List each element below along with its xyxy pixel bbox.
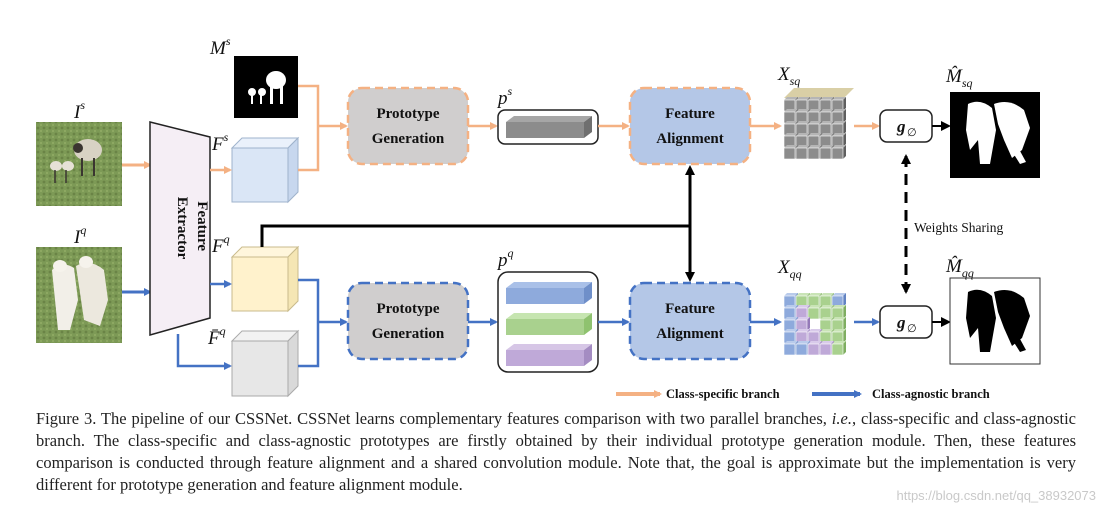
svg-text:Prototype: Prototype <box>376 301 439 317</box>
svg-text:Feature: Feature <box>665 301 715 317</box>
query-image <box>36 247 122 343</box>
label-X-sq: Xsq <box>777 64 800 88</box>
label-Mhat-sq: M̂sq <box>945 66 973 90</box>
svg-text:g: g <box>896 117 906 136</box>
feature-Fbar-q-cube <box>230 329 300 398</box>
shared-conv-g-bottom: g ∅ <box>879 305 933 339</box>
svg-text:Alignment: Alignment <box>656 131 724 147</box>
feature-Fq-cube <box>230 245 300 313</box>
legend-class-agnostic-label: Class-agnostic branch <box>872 387 990 401</box>
feature-Xsq-cube <box>783 88 854 160</box>
svg-text:Generation: Generation <box>372 326 445 342</box>
support-image <box>36 122 122 206</box>
output-mask-sq <box>950 92 1040 178</box>
arrow-Fq-merge <box>298 278 320 322</box>
label-F-s: Fs <box>211 130 229 155</box>
feature-alignment-top: Feature Alignment <box>628 86 752 166</box>
support-mask <box>234 56 298 118</box>
shared-conv-g-top: g ∅ <box>879 109 933 143</box>
label-X-qq: Xqq <box>777 257 802 281</box>
prototype-ps <box>497 109 599 145</box>
pipeline-diagram: Is Iq Feature Extractor Ms Fs <box>36 34 1041 401</box>
output-mask-qq <box>949 277 1041 365</box>
feature-Xqq-cube <box>783 293 846 356</box>
svg-text:∅: ∅ <box>907 323 917 335</box>
label-Mhat-qq: M̂qq <box>945 256 974 280</box>
label-p-q: pq <box>496 246 514 271</box>
label-I-q: Iq <box>73 223 86 248</box>
weights-sharing-label: Weights Sharing <box>914 220 1004 235</box>
svg-text:∅: ∅ <box>907 127 917 139</box>
figure-caption: Figure 3. The pipeline of our CSSNet. CS… <box>36 409 1076 494</box>
label-I-s: Is <box>73 98 85 123</box>
arrow-Fs-merge <box>298 126 320 172</box>
prototype-generation-bottom: Prototype Generation <box>346 281 470 361</box>
feature-extractor: Feature Extractor <box>149 121 211 336</box>
arrow-extractor-to-Fbar-q <box>176 334 232 370</box>
svg-text:Generation: Generation <box>372 131 445 147</box>
label-p-s: ps <box>496 84 513 109</box>
label-Fbar-q: F̄q <box>207 324 226 349</box>
feature-Fs-cube <box>230 136 300 204</box>
svg-text:Alignment: Alignment <box>656 326 724 342</box>
svg-text:Prototype: Prototype <box>376 106 439 122</box>
watermark: https://blog.csdn.net/qq_38932073 <box>896 488 1097 503</box>
legend-class-specific-label: Class-specific branch <box>666 387 780 401</box>
legend: Class-specific branch Class-agnostic bra… <box>616 387 990 401</box>
svg-text:Feature: Feature <box>665 106 715 122</box>
prototype-pq <box>497 271 599 373</box>
prototype-generation-top: Prototype Generation <box>346 86 470 166</box>
label-M-s: Ms <box>209 34 231 59</box>
feature-alignment-bottom: Feature Alignment <box>628 281 752 361</box>
arrow-Fbar-q-merge <box>298 322 320 368</box>
svg-text:g: g <box>896 313 906 332</box>
svg-text:Feature Extractor: Feature Extractor <box>174 197 210 260</box>
arrow-Fq-to-alignment <box>260 224 690 247</box>
arrow-Ms-merge <box>298 84 320 126</box>
label-F-q: Fq <box>211 232 230 257</box>
